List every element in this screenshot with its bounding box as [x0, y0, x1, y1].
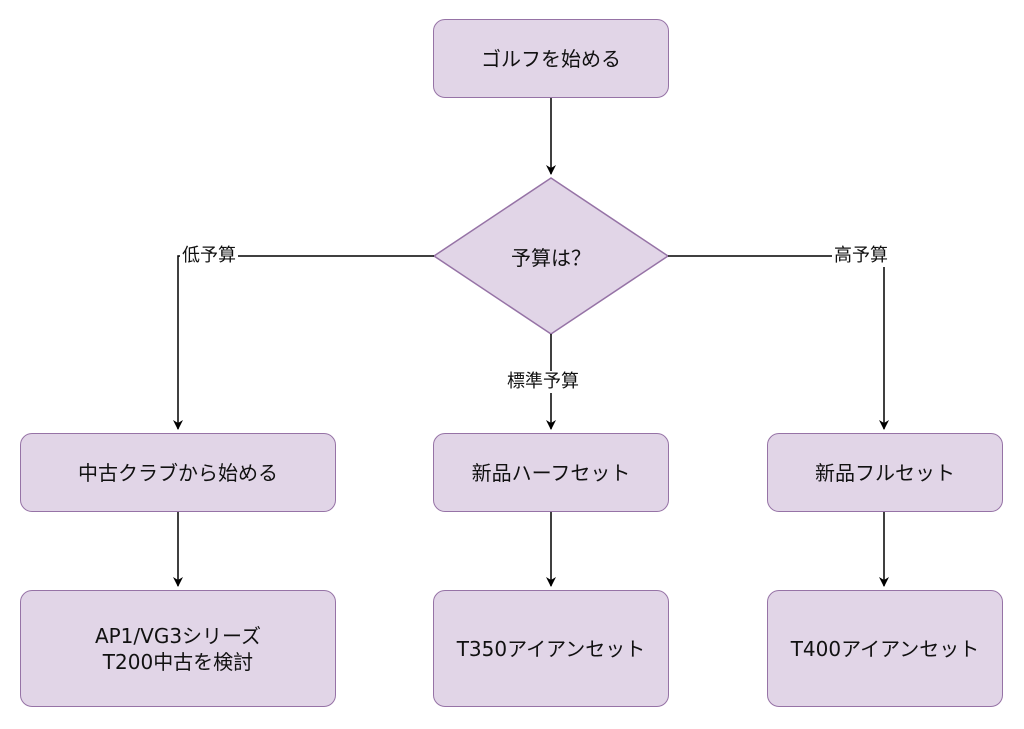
edge-label-standard-budget: 標準予算: [505, 371, 581, 393]
node-used-clubs: 中古クラブから始める: [20, 433, 336, 512]
edge-high-budget: [668, 255, 889, 430]
node-full-result: T400アイアンセット: [767, 590, 1003, 707]
node-used-result: AP1/VG3シリーズ T200中古を検討: [20, 590, 336, 707]
node-full-set: 新品フルセット: [767, 433, 1003, 512]
node-full-result-label: T400アイアンセット: [790, 636, 980, 661]
node-start-label: ゴルフを始める: [481, 46, 621, 71]
node-used-result-label: AP1/VG3シリーズ T200中古を検討: [94, 623, 262, 674]
node-half-result-label: T350アイアンセット: [456, 636, 646, 661]
decision-label: 予算は？: [511, 245, 591, 270]
edge-low-budget: [173, 255, 434, 430]
decision-label-box: 予算は？: [434, 178, 668, 334]
node-start: ゴルフを始める: [433, 19, 669, 98]
node-used-clubs-label: 中古クラブから始める: [78, 460, 278, 485]
edge-label-high-budget: 高予算: [832, 245, 890, 267]
node-half-set-label: 新品ハーフセット: [471, 460, 631, 485]
node-full-set-label: 新品フルセット: [815, 460, 955, 485]
node-half-result: T350アイアンセット: [433, 590, 669, 707]
node-half-set: 新品ハーフセット: [433, 433, 669, 512]
edge-label-low-budget: 低予算: [180, 245, 238, 267]
